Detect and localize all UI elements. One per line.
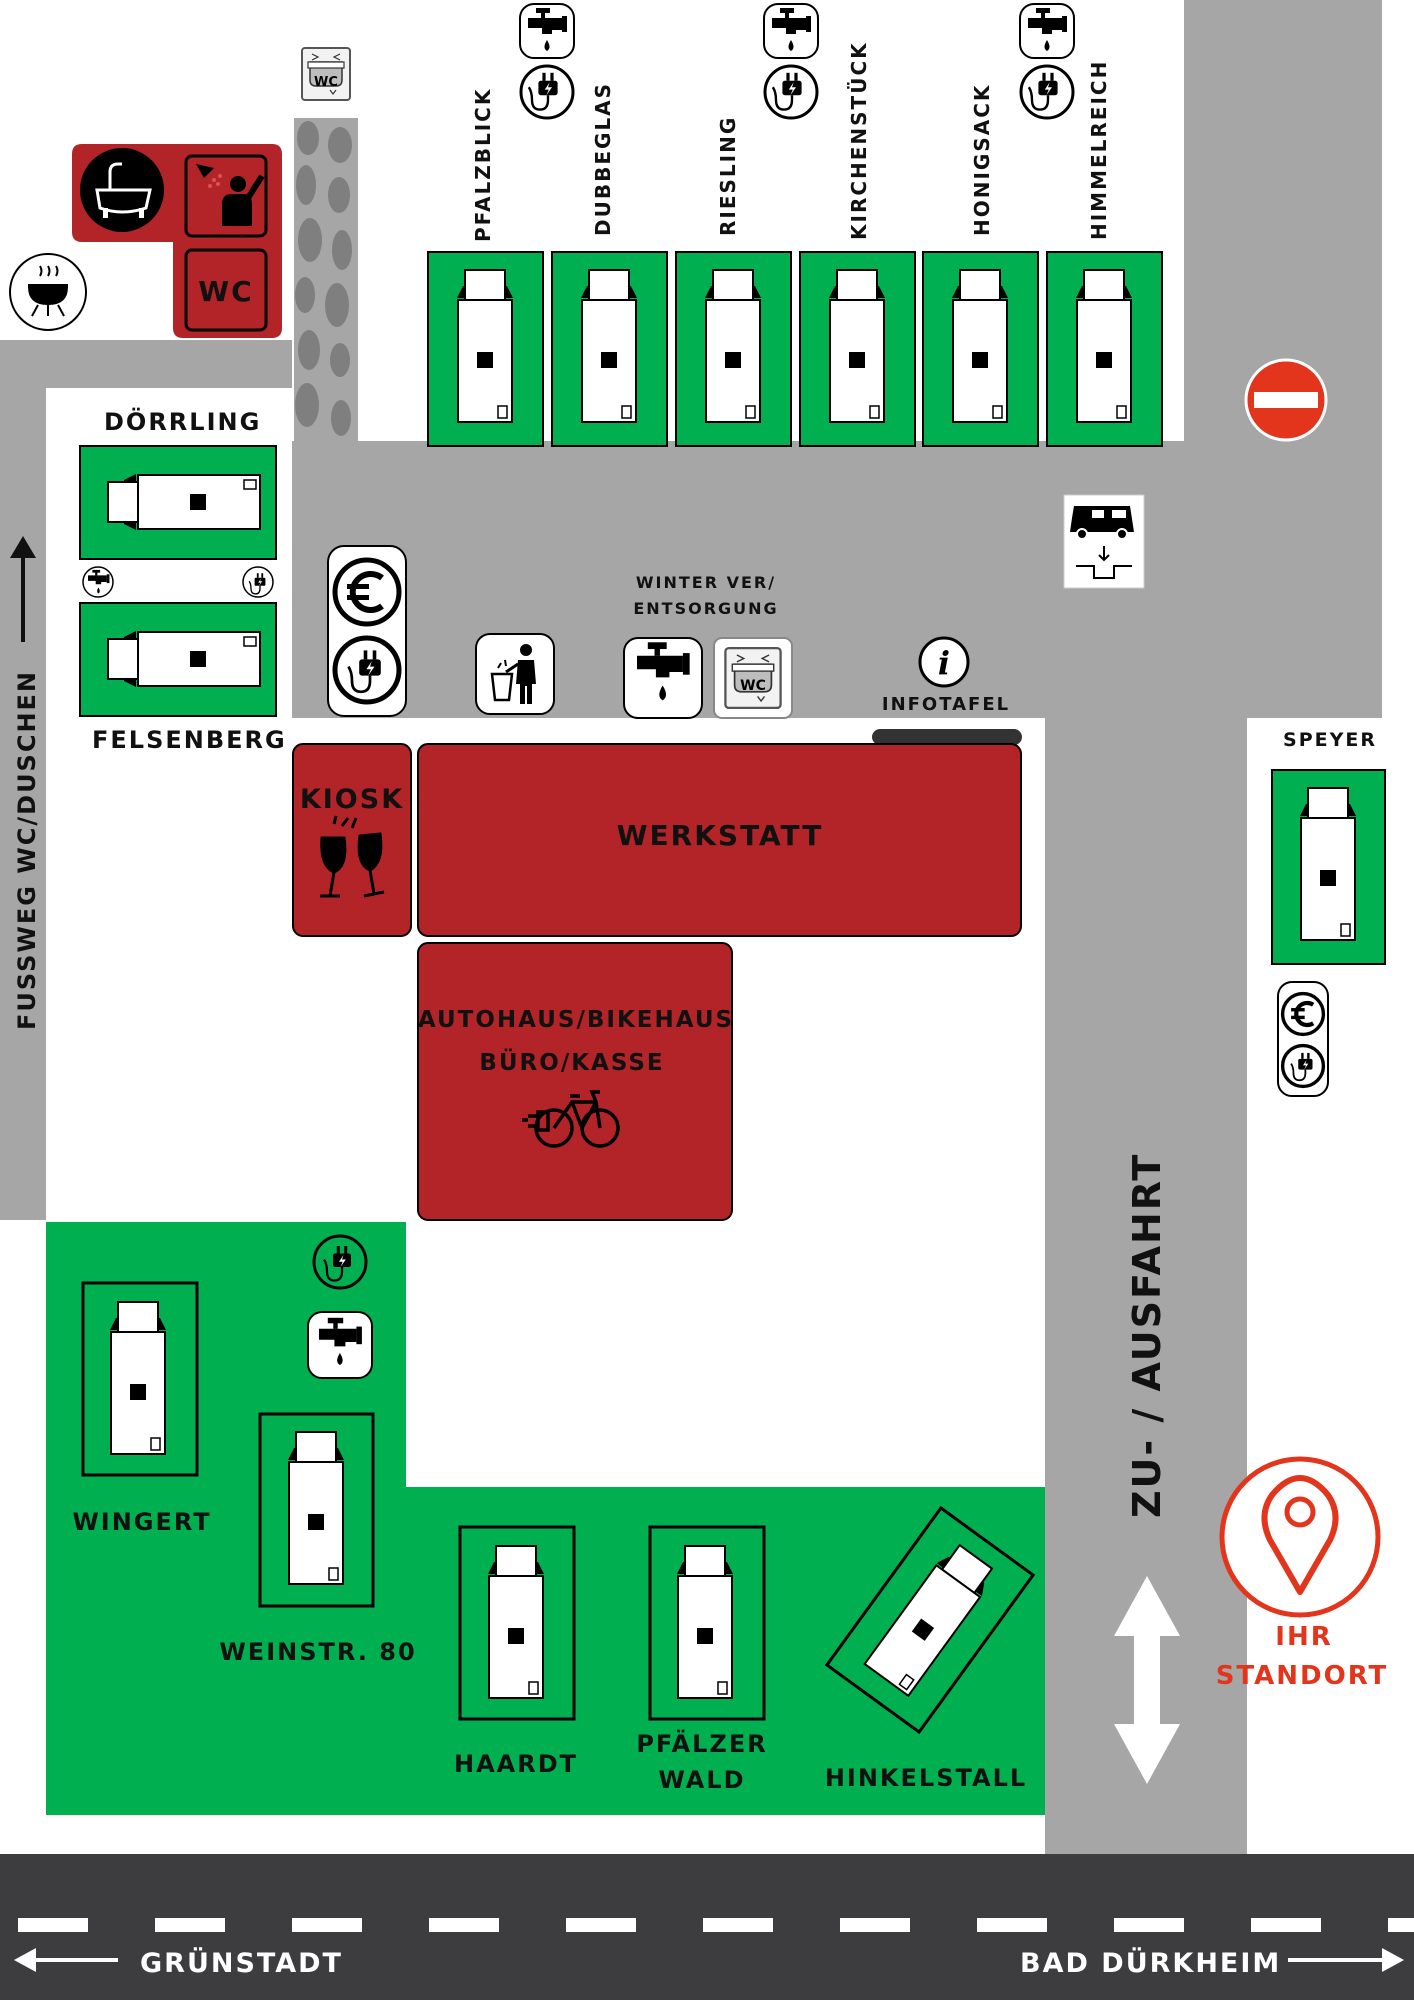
- pitch-label-honigsack: HONIGSACK: [970, 84, 994, 236]
- pitch-label-doerrling: DÖRRLING: [104, 406, 261, 436]
- water-tap-icon: [623, 637, 703, 719]
- pitch-label-haardt: HAARDT: [454, 1750, 578, 1778]
- water-tap-icon: [307, 1311, 373, 1379]
- pitch-kirchenstueck[interactable]: [799, 251, 916, 447]
- power-plug-icon: [771, 71, 803, 111]
- power-plug-icon: [527, 71, 559, 111]
- arrow-left-icon: [14, 1948, 118, 1972]
- pitch-label-speyer: SPEYER: [1283, 729, 1377, 751]
- power-plug-icon: [1283, 1046, 1324, 1087]
- street-label-gruenstadt: GRÜNSTADT: [140, 1946, 343, 1979]
- utility-pedestal-2: [763, 3, 819, 120]
- road-left-horizontal: [0, 340, 292, 388]
- barbecue-icon: [9, 253, 87, 331]
- pitch-honigsack[interactable]: [922, 251, 1039, 447]
- green-area-bottom: [46, 1222, 1045, 1815]
- wc-sign-icon: WC: [713, 637, 793, 719]
- road-left-vertical: [0, 340, 46, 1220]
- two-way-arrow-icon: [1114, 1576, 1180, 1784]
- infotafel-label: INFOTAFEL: [882, 694, 1010, 715]
- wc-sign-label: WC: [740, 678, 766, 694]
- stepping-stones: [295, 121, 352, 436]
- euro-power-pedestal: [327, 545, 407, 717]
- pitch-felsenberg[interactable]: [79, 602, 277, 717]
- kiosk-building[interactable]: KIOSK: [292, 743, 412, 937]
- power-plug-icon: [242, 566, 274, 598]
- street-label-bad-duerkheim: BAD DÜRKHEIM: [1020, 1946, 1281, 1979]
- wine-glasses-icon: [320, 815, 385, 898]
- standort-label-line1: IHR: [1275, 1622, 1332, 1652]
- wc-sign-label: WC: [314, 75, 338, 90]
- pitch-pfaelzer-wald[interactable]: [648, 1525, 766, 1721]
- shower-icon: [184, 154, 268, 238]
- werkstatt-label: WERKSTATT: [617, 819, 824, 852]
- arrow-up-icon: [10, 536, 36, 642]
- motorhome-dump-icon: [1063, 494, 1145, 589]
- infotafel-board: [872, 729, 1022, 745]
- pitch-pfalzblick[interactable]: [427, 251, 544, 447]
- svg-text:i: i: [938, 644, 950, 682]
- euro-icon: [1283, 994, 1324, 1035]
- pitch-label-hinkelstall: HINKELSTALL: [825, 1764, 1027, 1792]
- autohaus-label-line2: BÜRO/KASSE: [479, 1048, 664, 1076]
- wc-icon: WC: [184, 248, 268, 332]
- winter-label-line1: WINTER VER/: [636, 573, 776, 592]
- pitch-dubbeglas[interactable]: [551, 251, 668, 447]
- footpath-label: FUSSWEG WC/DUSCHEN: [13, 670, 41, 1030]
- pitch-haardt[interactable]: [458, 1525, 576, 1721]
- no-entry-icon: [1244, 358, 1328, 442]
- pitch-label-pfalzblick: PFALZBLICK: [471, 88, 495, 242]
- autohaus-building[interactable]: AUTOHAUS/BIKEHAUS BÜRO/KASSE: [417, 942, 734, 1221]
- pitch-label-pfaelzer-line1: PFÄLZER: [636, 1729, 767, 1758]
- pitch-label-wingert: WINGERT: [72, 1508, 211, 1536]
- euro-icon: [332, 557, 402, 627]
- pitch-hinkelstall[interactable]: [824, 1505, 1036, 1735]
- kiosk-label: KIOSK: [300, 784, 404, 815]
- arrow-right-icon: [1288, 1948, 1404, 1972]
- wc-sign-icon: [301, 47, 351, 101]
- wc-text: WC: [198, 275, 253, 308]
- standort-label-line2: STANDORT: [1216, 1661, 1389, 1691]
- pitch-label-weinstr-80: WEINSTR. 80: [219, 1638, 416, 1666]
- pitch-label-dubbeglas: DUBBEGLAS: [591, 82, 615, 236]
- pitch-doerrling[interactable]: [79, 445, 277, 560]
- euro-power-pedestal-speyer: [1277, 981, 1329, 1097]
- pitch-wingert[interactable]: [81, 1281, 199, 1477]
- trash-bin-icon: [475, 633, 555, 715]
- pitch-weinstr-80[interactable]: [258, 1412, 375, 1608]
- utility-pedestal-3: [1019, 3, 1075, 120]
- lane-markings: [18, 1918, 1414, 1932]
- pitch-speyer[interactable]: [1271, 769, 1386, 965]
- power-plug-icon: [312, 1234, 368, 1290]
- winter-label-line2: ENTSORGUNG: [633, 599, 778, 618]
- power-plug-icon: [332, 635, 402, 705]
- pitch-label-himmelreich: HIMMELREICH: [1087, 60, 1111, 240]
- water-tap-icon: [82, 566, 114, 598]
- pitch-himmelreich[interactable]: [1046, 251, 1163, 447]
- utility-pedestal-1: [519, 3, 575, 120]
- e-bike-icon: [522, 1090, 620, 1148]
- pitch-riesling[interactable]: [675, 251, 792, 447]
- entrance-label: ZU- / AUSFAHRT: [1125, 1153, 1169, 1518]
- location-pin-icon: [1219, 1456, 1381, 1618]
- power-plug-icon: [1027, 71, 1059, 111]
- pitch-label-riesling: RIESLING: [716, 116, 740, 236]
- pitch-label-felsenberg: FELSENBERG: [92, 726, 287, 754]
- pitch-label-kirchenstueck: KIRCHENSTÜCK: [847, 41, 871, 240]
- autohaus-label-line1: AUTOHAUS/BIKEHAUS: [418, 1007, 734, 1033]
- info-icon: i: [918, 636, 970, 688]
- sink-icon: [80, 148, 164, 232]
- pitch-label-pfaelzer-line2: WALD: [658, 1766, 745, 1794]
- werkstatt-building[interactable]: WERKSTATT: [417, 743, 1022, 937]
- road-top-area: [292, 441, 1382, 718]
